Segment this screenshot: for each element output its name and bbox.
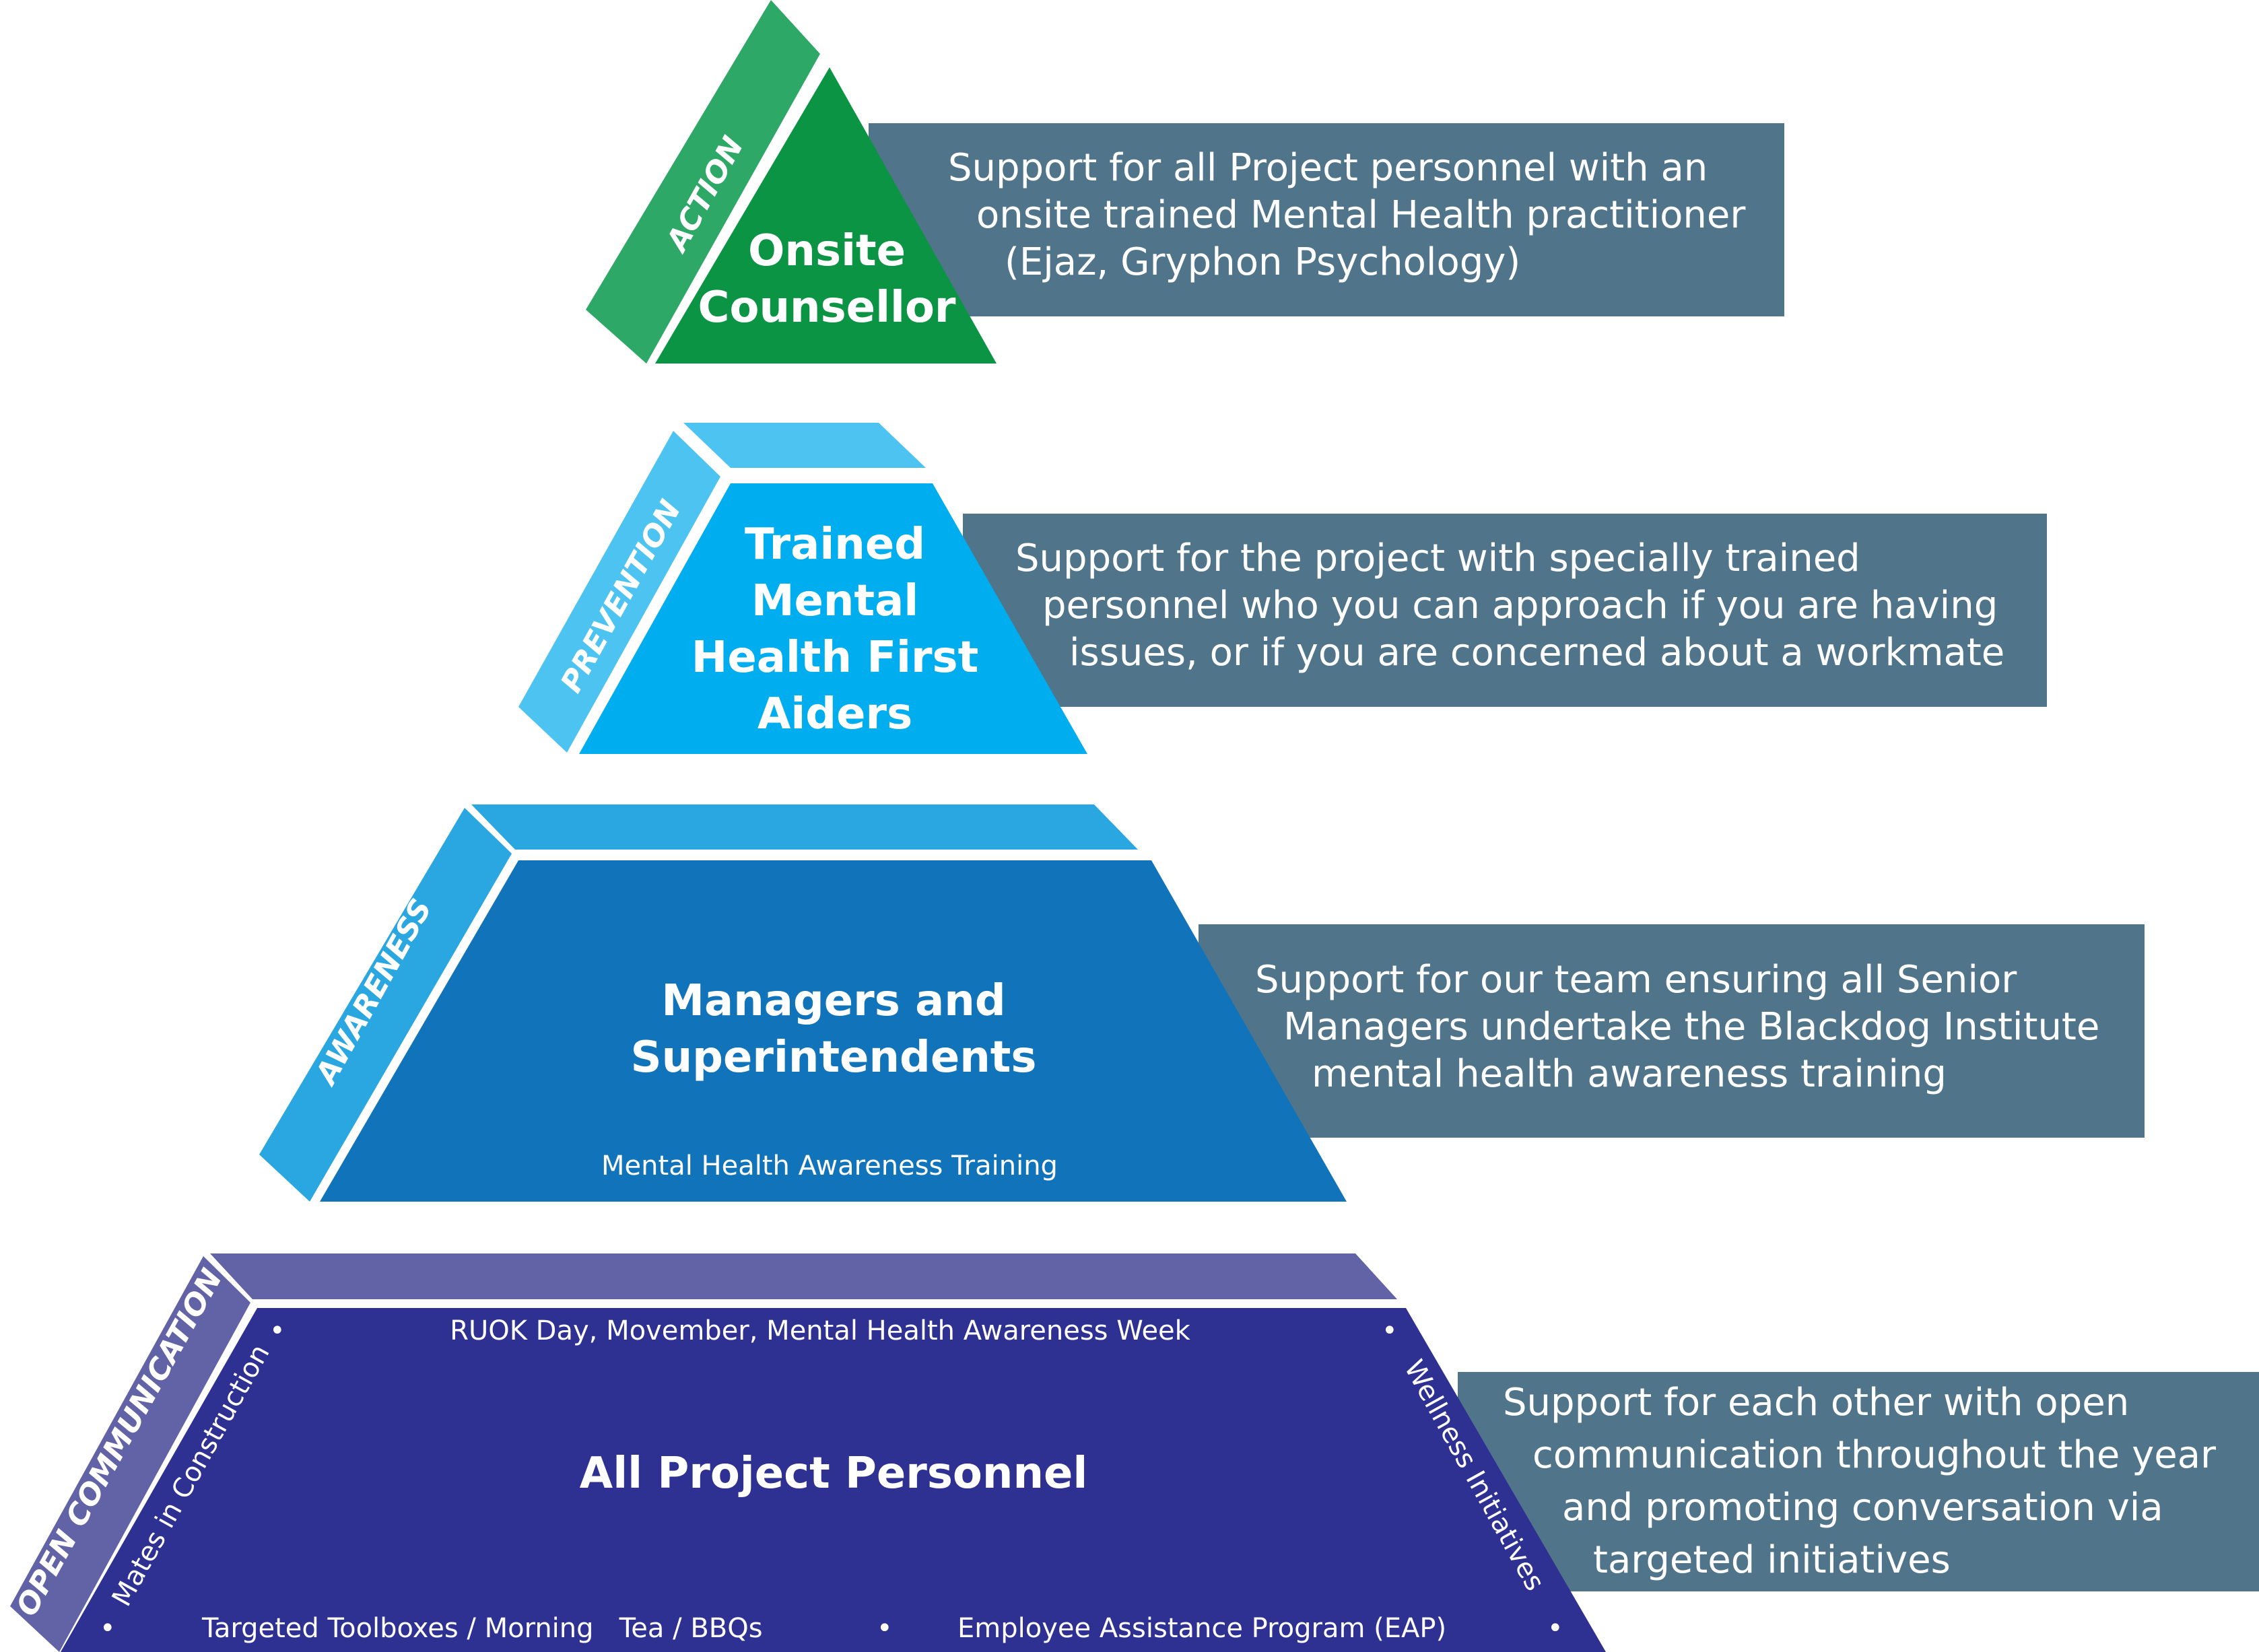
prevention-title-line-4: Aiders <box>757 689 912 739</box>
communication-description-line-3: and promoting conversation via <box>1562 1486 2163 1529</box>
prevention-description-box <box>963 514 2047 707</box>
communication-description-line-2: communication throughout the year <box>1532 1433 2217 1477</box>
communication-description-line-4: targeted initiatives <box>1593 1538 1951 1582</box>
prevention-title-line-1: Trained <box>745 520 925 570</box>
action-description-line-1: Support for all Project personnel with a… <box>948 146 1708 190</box>
awareness-title-line-1: Managers and <box>661 976 1005 1026</box>
prevention-description-line-1: Support for the project with specially t… <box>1015 537 1860 580</box>
bullet-bottom-right: • <box>1547 1613 1563 1644</box>
prevention-top-face <box>683 423 926 468</box>
communication-front-face <box>61 1308 1606 1652</box>
action-description-box <box>869 123 1784 316</box>
initiative-ruok-day: RUOK Day, Movember, Mental Health Awaren… <box>450 1315 1191 1346</box>
awareness-title-line-2: Superintendents <box>631 1033 1037 1082</box>
awareness-description-box <box>1199 924 2145 1138</box>
awareness-subtitle: Mental Health Awareness Training <box>601 1150 1058 1181</box>
action-side-face <box>586 0 820 364</box>
prevention-title-line-3: Health First <box>692 633 978 683</box>
bullet-top-right: • <box>1382 1315 1398 1346</box>
initiative-eap: Employee Assistance Program (EAP) <box>957 1613 1446 1644</box>
communication-top-face <box>210 1253 1397 1299</box>
communication-description-line-1: Support for each other with open <box>1503 1381 2129 1424</box>
bullet-top-left: • <box>269 1315 285 1346</box>
action-title-line-1: Onsite <box>748 226 906 276</box>
bullet-bottom-middle: • <box>877 1613 893 1644</box>
action-title-line-2: Counsellor <box>698 283 956 333</box>
action-front-face <box>655 67 997 364</box>
awareness-description-line-3: mental health awareness training <box>1312 1052 1947 1096</box>
awareness-top-face <box>471 804 1138 850</box>
communication-title: All Project Personnel <box>580 1449 1088 1499</box>
communication-side-face <box>10 1256 250 1652</box>
prevention-description-line-2: personnel who you can approach if you ar… <box>1042 584 1998 627</box>
bullet-bottom-left: • <box>100 1613 116 1644</box>
initiative-targeted-toolboxes: Targeted Toolboxes / Morning Tea / BBQs <box>201 1613 763 1644</box>
prevention-title-line-2: Mental <box>751 576 918 626</box>
prevention-front-face <box>579 483 1087 754</box>
prevention-side-face <box>518 431 720 753</box>
awareness-description-line-2: Managers undertake the Blackdog Institut… <box>1283 1005 2099 1049</box>
awareness-description-line-1: Support for our team ensuring all Senior <box>1255 958 2017 1002</box>
awareness-side-face <box>259 808 512 1202</box>
awareness-front-face <box>320 860 1347 1202</box>
communication-description-box <box>1458 1372 2259 1591</box>
prevention-description-line-3: issues, or if you are concerned about a … <box>1069 631 2004 675</box>
action-description-line-2: onsite trained Mental Health practitione… <box>976 193 1746 237</box>
action-description-line-3: (Ejaz, Gryphon Psychology) <box>1005 240 1520 284</box>
